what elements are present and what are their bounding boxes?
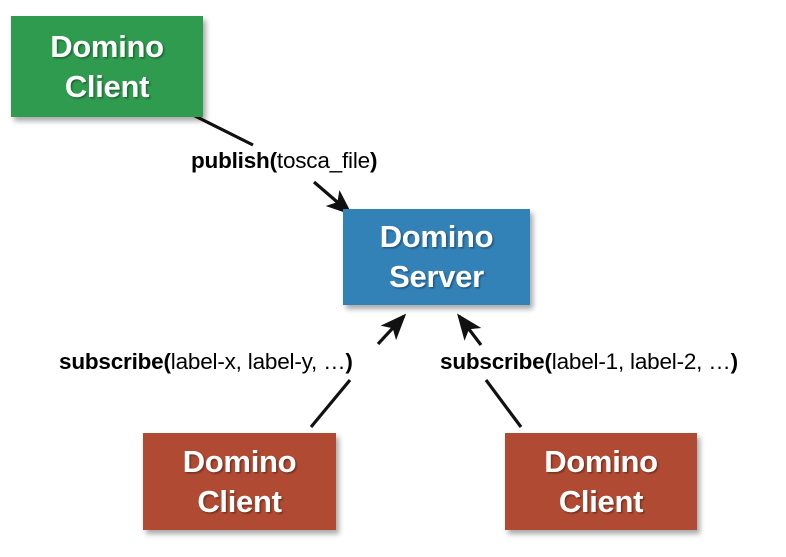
edge-label-args: label-x, label-y, …: [170, 349, 346, 374]
edge-label-call: subscribe(: [59, 349, 171, 374]
node-label-line2: Client: [64, 68, 150, 104]
edge-label-args: tosca_file: [276, 148, 370, 173]
node-label-line1: Domino: [544, 443, 658, 479]
edge-label-subscribe-right: subscribe(label-1, label-2, …): [440, 349, 738, 375]
node-label-line1: Domino: [50, 28, 164, 64]
edge-label-close: ): [730, 349, 739, 374]
edge-label-call: publish(: [191, 148, 277, 173]
edge-label-publish: publish(tosca_file): [191, 148, 377, 174]
node-label-line2: Server: [389, 259, 484, 294]
node-domino-client-subscriber-right[interactable]: Domino Client: [505, 433, 697, 530]
node-domino-client-subscriber-left[interactable]: Domino Client: [143, 433, 336, 530]
node-domino-client-publisher[interactable]: Domino Client: [11, 16, 203, 117]
edge-label-close: ): [345, 349, 353, 374]
node-label-line1: Domino: [182, 443, 297, 479]
node-label-line1: Domino: [379, 219, 494, 255]
edge-label-args: label-1, label-2, …: [551, 349, 731, 374]
edge-label-subscribe-left: subscribe(label-x, label-y, …): [59, 349, 353, 375]
edge-label-call: subscribe(: [440, 349, 552, 374]
edge-label-close: ): [369, 148, 378, 173]
node-label-line2: Client: [558, 483, 644, 519]
node-label-line2: Client: [197, 483, 282, 519]
node-domino-server[interactable]: Domino Server: [343, 209, 530, 305]
